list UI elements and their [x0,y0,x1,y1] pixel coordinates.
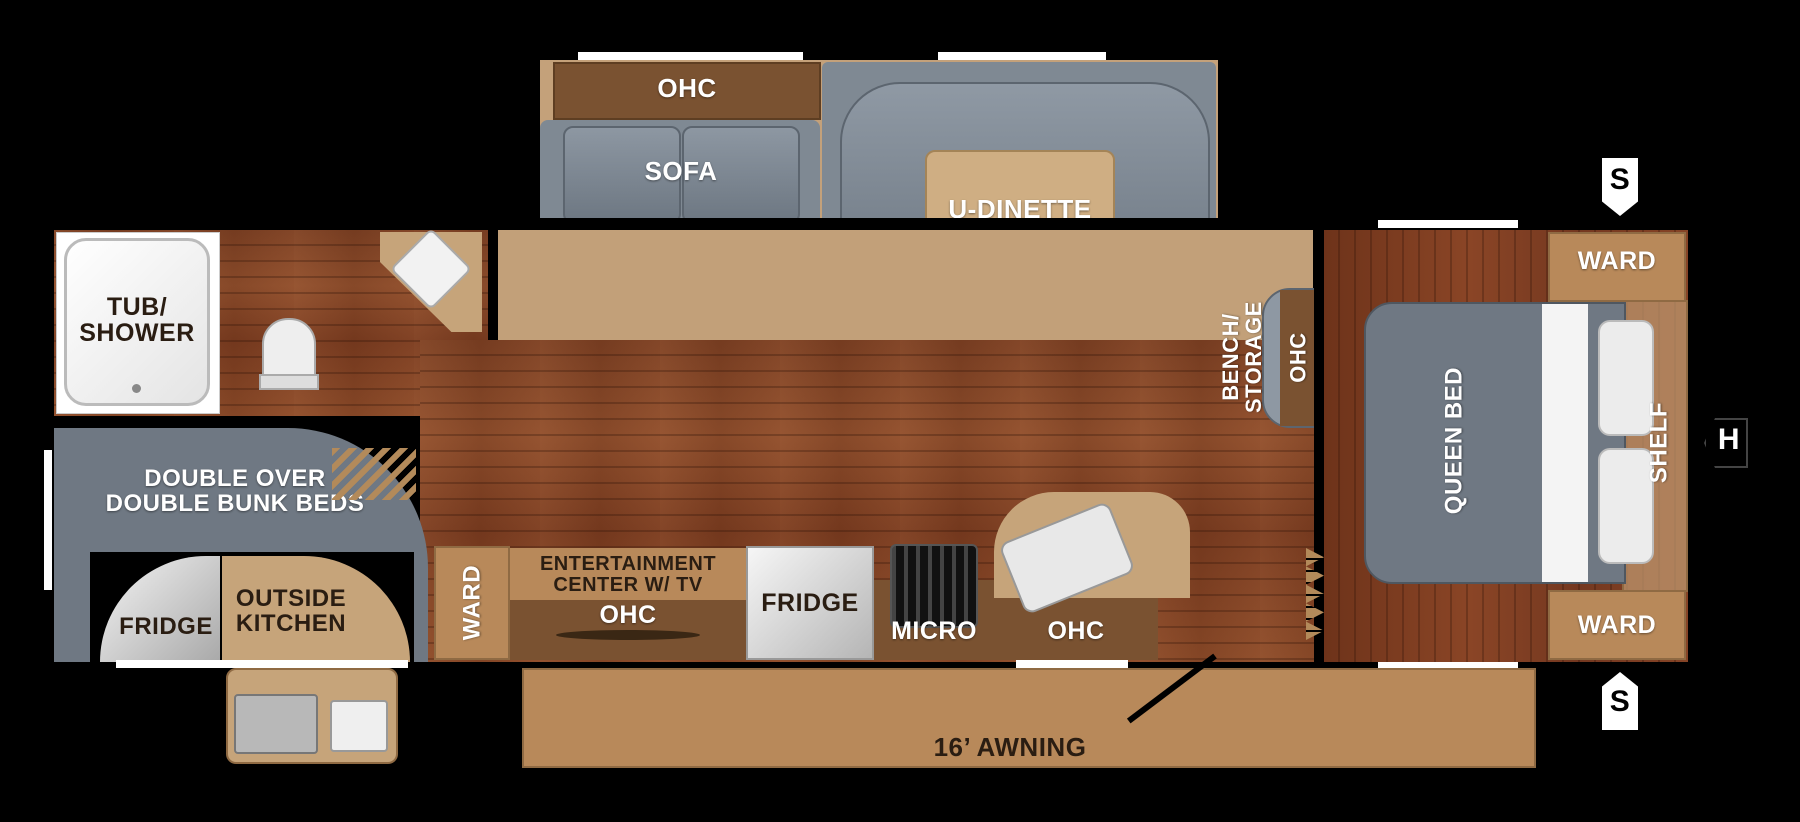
living-carpet [498,230,1313,342]
stove-icon [890,544,978,628]
ward-bottom-cabinet [1548,590,1686,660]
window-kitchen-bottom [1016,660,1128,668]
queen-bed-sheet [1542,304,1588,582]
ward-top-label: WARD [1577,247,1657,275]
window-bunk-bottom [116,660,408,668]
ward-side-label: WARD [458,564,486,641]
window-bunk-side [44,450,52,590]
shelf-label: SHELF [1645,402,1673,484]
ohc-bench-label: OHC [1285,332,1311,383]
ward-bottom-label: WARD [1577,611,1657,639]
window-bedroom-top [1378,220,1518,228]
pillow-bottom [1598,448,1654,564]
ohc-kitchen-label: OHC [1047,617,1105,645]
awning [522,668,1536,768]
sofa-cushion-left [563,126,681,224]
marker-s-bottom-label: S [1609,685,1631,718]
outside-kitchen-label: OUTSIDE KITCHEN [235,585,347,638]
marker-s-top [1602,158,1638,216]
marker-s-top-label: S [1609,163,1631,196]
ohc-top-cabinet [553,62,821,120]
ward-top-cabinet [1548,232,1686,302]
tub-drain-icon [132,384,141,393]
ohc-entertainment-label: OHC [599,601,657,629]
toilet-tank [259,374,319,390]
window-bedroom-bottom [1378,662,1518,670]
toilet-icon [262,318,316,380]
window-slideout-right [938,52,1106,60]
micro-label: MICRO [891,617,977,645]
kitchen-fridge [746,546,874,660]
bunk-beds-label: DOUBLE OVER DOUBLE BUNK BEDS [105,465,365,518]
tub-shower-label: TUB/ SHOWER [79,293,195,348]
pillow-top [1598,320,1654,436]
ohc-kitchen-cabinet [994,598,1158,660]
fridge-kitchen-label: FRIDGE [761,589,859,617]
fridge-outside-label: FRIDGE [119,613,213,640]
ward-side-cabinet [434,546,510,660]
outside-cooktop-icon [234,694,318,754]
bunk-ladder-icon [332,448,416,500]
ohc-top-label: OHC [657,73,717,103]
bath-wall [488,230,496,340]
tv-icon [556,630,700,640]
marker-h-label: H [1717,423,1741,456]
window-slideout-left [578,52,803,60]
bench-storage-label: BENCH/ STORAGE [1217,301,1266,414]
outside-sink-icon [330,700,388,752]
marker-h [1704,418,1748,468]
sofa-label: SOFA [644,156,718,186]
tub-basin [64,238,210,406]
marker-s-bottom [1602,672,1638,730]
bedroom-wall [1314,230,1324,546]
awning-label: 16’ AWNING [933,732,1087,762]
entertainment-center-label: ENTERTAINMENT CENTER W/ TV [539,553,717,596]
queen-bed-label: QUEEN BED [1440,367,1468,515]
ohc-bench-cabinet [1280,290,1316,426]
bunk-wall [54,416,398,428]
